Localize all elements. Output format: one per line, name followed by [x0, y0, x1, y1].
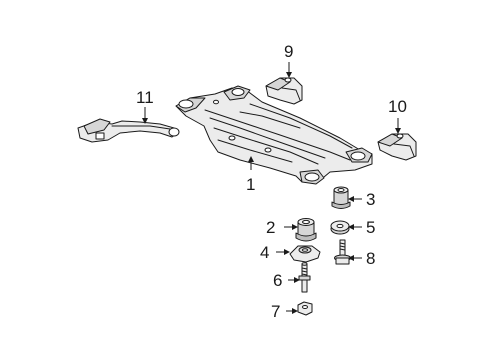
callout-4: 4: [260, 243, 269, 262]
part-1-crossmember: [175, 85, 373, 185]
callout-2: 2: [266, 218, 275, 237]
callout-9: 9: [284, 42, 293, 61]
part-6-stud: [298, 262, 311, 293]
callout-7: 7: [271, 302, 280, 321]
part-5-cushion: [330, 220, 350, 235]
part-8-bolt: [334, 239, 351, 265]
callout-10: 10: [388, 97, 407, 116]
callout-8: 8: [366, 249, 375, 268]
callout-6: 6: [273, 271, 282, 290]
part-10-bracket: [377, 133, 417, 161]
leader-lines: [142, 62, 401, 314]
callout-labels: 11 9 10 1 3 2 5 4 8 6 7: [136, 42, 407, 321]
callout-5: 5: [366, 218, 375, 237]
callout-11: 11: [136, 88, 154, 107]
callout-3: 3: [366, 190, 375, 209]
callout-1: 1: [246, 175, 255, 194]
part-4-retainer: [289, 245, 321, 263]
part-7-nut: [297, 301, 313, 316]
part-2-bushing: [295, 218, 317, 242]
part-9-bracket: [265, 77, 303, 105]
part-3-bushing: [331, 186, 351, 209]
part-11-brace: [77, 118, 180, 143]
